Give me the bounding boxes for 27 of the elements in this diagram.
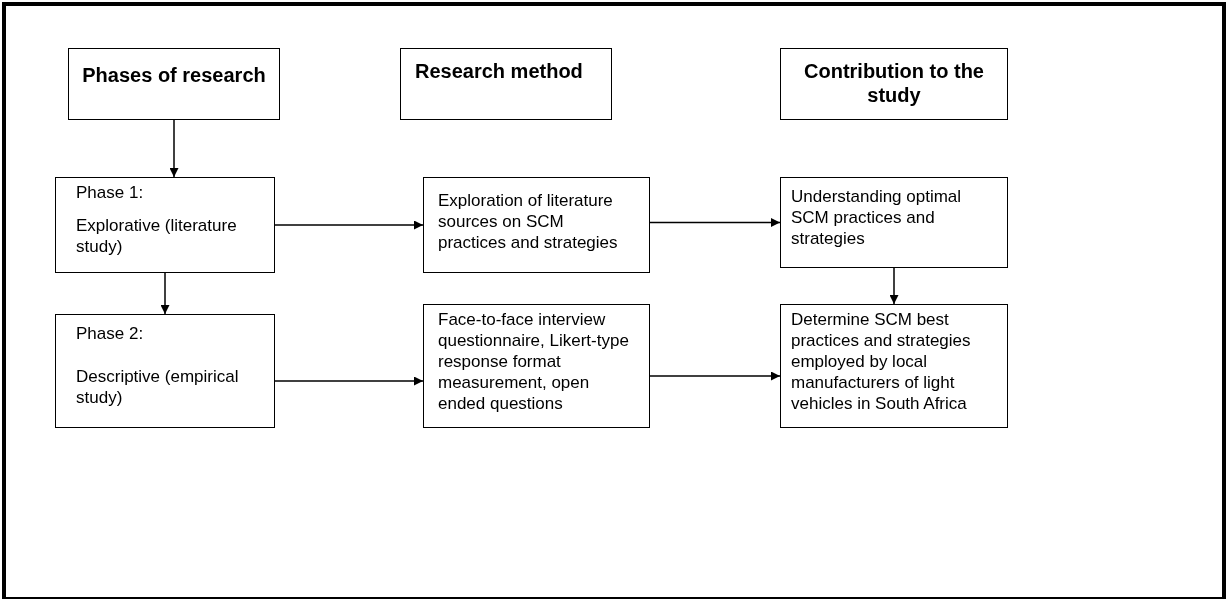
process-box <box>780 177 1008 268</box>
arrow <box>889 267 899 305</box>
arrow <box>274 376 424 386</box>
box-text: Determine SCM best practices and strategies employed by local manufacturers of light vehicles in South Africa <box>791 309 972 414</box>
heading-text: Research method <box>415 59 584 83</box>
box-text: Face-to-face interview questionnaire, Likert-type response format measurement, open ended questions <box>438 309 630 414</box>
process-box <box>423 177 650 273</box>
phase-description: Explorative (literature study) <box>76 215 238 257</box>
phase-label: Phase 2: <box>76 323 145 344</box>
box-text: Understanding optimal SCM practices and strategies <box>791 186 963 249</box>
arrow <box>274 220 424 230</box>
phase-description: Descriptive (empirical study) <box>76 366 240 408</box>
heading-text: Phases of research <box>81 63 267 87</box>
process-box <box>423 304 650 428</box>
process-box <box>780 304 1008 428</box>
phase-box <box>55 177 275 273</box>
column-heading-box <box>780 48 1008 120</box>
arrow <box>649 218 781 227</box>
arrow <box>169 119 179 178</box>
column-heading-box <box>400 48 612 120</box>
phase-box <box>55 314 275 428</box>
heading-text: Contribution to the study <box>803 59 985 107</box>
box-text: Exploration of literature sources on SCM practices and strategies <box>438 190 619 253</box>
column-heading-box <box>68 48 280 120</box>
arrow <box>160 272 170 315</box>
arrow <box>649 371 781 381</box>
phase-label: Phase 1: <box>76 182 145 203</box>
